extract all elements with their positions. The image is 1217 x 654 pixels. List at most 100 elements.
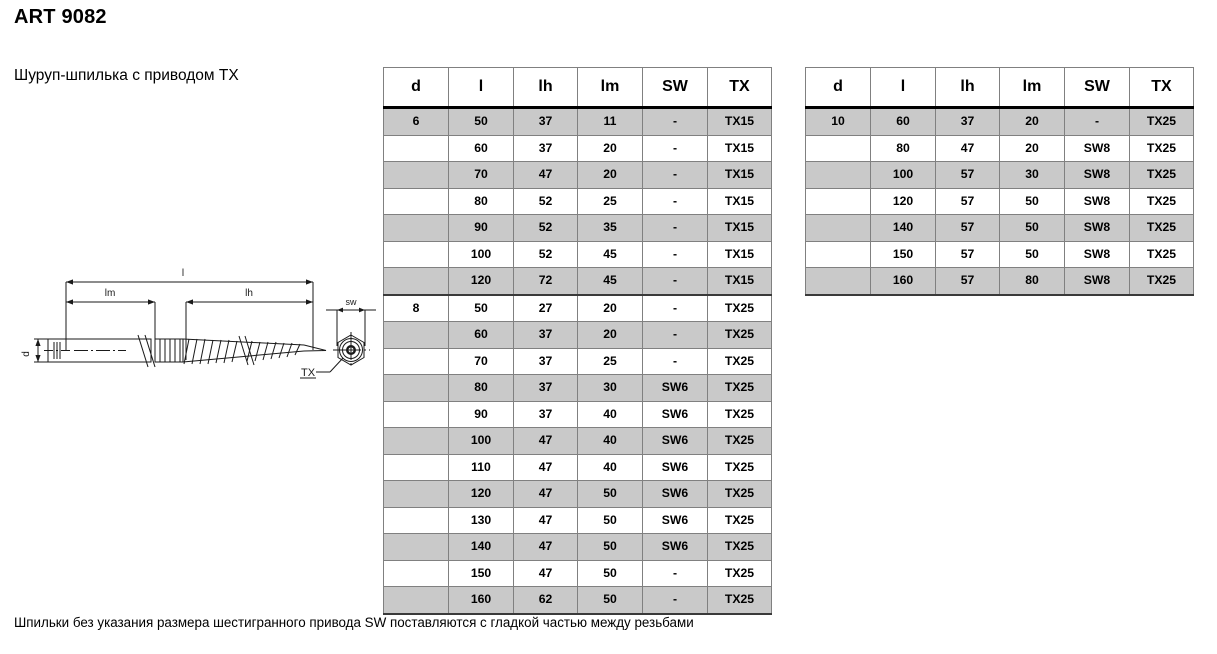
cell-tx: TX25 [707,480,772,508]
cell-lh: 37 [513,374,578,402]
cell-lh: 57 [935,240,1000,268]
cell-l: 120 [448,480,514,508]
cell-l: 70 [448,161,514,189]
cell-lh: 37 [513,347,578,375]
cell-tx: TX25 [1129,187,1194,215]
cell-lh: 47 [513,533,578,561]
cell-l: 80 [870,134,936,162]
drive-cross-section: sw TX [300,297,376,379]
cell-d [383,321,449,349]
cell-l: 160 [448,586,514,615]
column-header-l: l [870,67,936,109]
cell-sw: - [642,267,708,295]
cell-tx: TX15 [707,187,772,215]
cell-sw: SW6 [642,506,708,534]
cell-d [805,161,871,189]
cell-sw: SW8 [1064,134,1130,162]
cell-lh: 52 [513,187,578,215]
technical-drawing: l lm lh d [8,250,383,400]
cell-sw: - [642,214,708,242]
cell-lh: 37 [513,106,578,136]
cell-lm: 20 [577,161,643,189]
cell-sw: - [642,559,708,587]
cell-lm: 50 [577,506,643,534]
cell-lm: 20 [577,134,643,162]
cell-l: 60 [448,134,514,162]
cell-lh: 57 [935,187,1000,215]
cell-lh: 57 [935,267,1000,296]
cell-d [383,187,449,215]
cell-lm: 50 [577,480,643,508]
cell-tx: TX25 [1129,134,1194,162]
cell-lm: 20 [577,293,643,322]
cell-sw: - [642,106,708,136]
cell-tx: TX15 [707,214,772,242]
cell-lm: 50 [999,240,1065,268]
cell-lh: 47 [513,506,578,534]
cell-d [805,187,871,215]
cell-d [383,374,449,402]
cell-d [383,453,449,481]
cell-lm: 11 [577,106,643,136]
cell-lm: 30 [577,374,643,402]
cell-tx: TX25 [707,293,772,322]
cell-tx: TX25 [707,374,772,402]
column-header-sw: SW [1064,67,1130,109]
dimension-label-sw: sw [346,297,358,307]
cell-lh: 47 [935,134,1000,162]
cell-tx: TX25 [1129,267,1194,296]
cell-lm: 25 [577,347,643,375]
column-header-d: d [805,67,871,109]
cell-d: 6 [383,106,449,136]
cell-d [383,586,449,615]
cell-lh: 47 [513,453,578,481]
cell-sw: SW6 [642,453,708,481]
cell-lm: 40 [577,427,643,455]
cell-tx: TX15 [707,161,772,189]
cell-sw: - [642,240,708,268]
cell-sw: SW6 [642,480,708,508]
cell-l: 50 [448,106,514,136]
dimension-label-l: l [182,268,184,279]
cell-sw: - [642,347,708,375]
column-header-sw: SW [642,67,708,109]
cell-lm: 50 [577,586,643,615]
cell-l: 160 [870,267,936,296]
cell-l: 100 [448,240,514,268]
cell-tx: TX15 [707,240,772,268]
column-header-lh: lh [513,67,578,109]
cell-tx: TX25 [707,533,772,561]
cell-lm: 35 [577,214,643,242]
cell-tx: TX25 [1129,161,1194,189]
cell-tx: TX25 [707,453,772,481]
cell-d [805,240,871,268]
cell-lm: 25 [577,187,643,215]
cell-d [805,214,871,242]
cell-lm: 50 [999,187,1065,215]
cell-d [383,400,449,428]
cell-sw: - [642,293,708,322]
cell-l: 90 [448,214,514,242]
cell-d: 10 [805,106,871,136]
cell-l: 120 [448,267,514,295]
cell-l: 140 [448,533,514,561]
cell-lm: 40 [577,400,643,428]
cell-lm: 45 [577,240,643,268]
